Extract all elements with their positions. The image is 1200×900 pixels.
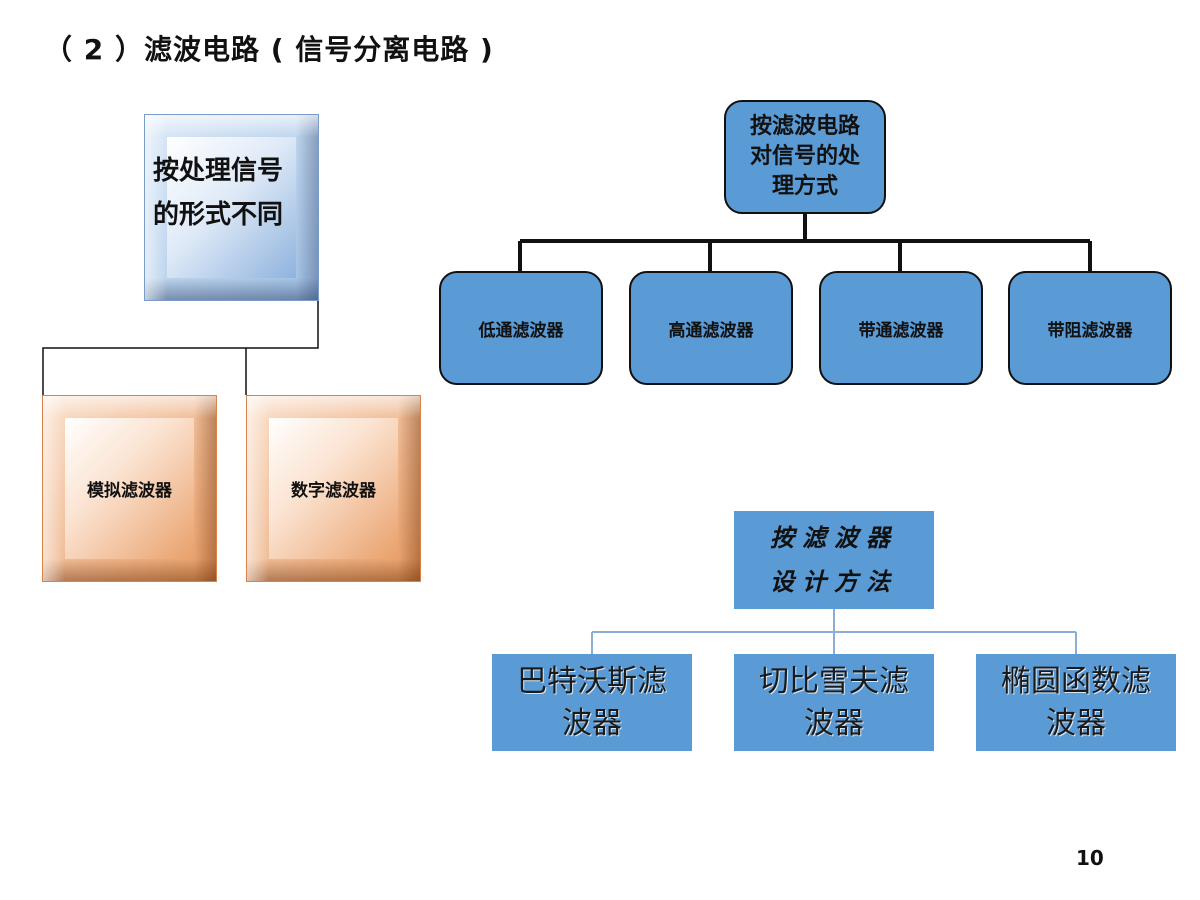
elliptic-filter-node: 椭圆函数滤波器: [976, 654, 1176, 751]
processing-method-node: 按滤波电路对信号的处理方式: [724, 100, 886, 214]
lowpass-filter-node: 低通滤波器: [439, 271, 603, 385]
bandpass-filter-node: 带通滤波器: [819, 271, 983, 385]
digital-filter-label: 数字滤波器: [269, 418, 398, 559]
butterworth-filter-node: 巴特沃斯滤波器: [492, 654, 692, 751]
page-number: 10: [1076, 846, 1104, 870]
chebyshev-filter-node: 切比雪夫滤波器: [734, 654, 934, 751]
analog-filter-label: 模拟滤波器: [65, 418, 194, 559]
bandstop-filter-node: 带阻滤波器: [1008, 271, 1172, 385]
processing-form-label: 按处理信号的形式不同: [153, 156, 284, 230]
analog-filter-node: 模拟滤波器: [42, 395, 217, 582]
butterworth-filter-label: 巴特沃斯滤波器: [517, 663, 667, 741]
design-method-node: 按滤波器设计方法: [734, 511, 934, 609]
slide-title: （ 2 ）滤波电路 ( 信号分离电路 ): [44, 33, 494, 66]
processing-method-label: 按滤波电路对信号的处理方式: [749, 114, 860, 199]
processing-form-node: 按处理信号的形式不同: [144, 114, 319, 301]
chebyshev-filter-label: 切比雪夫滤波器: [759, 663, 909, 741]
left-connector: [42, 300, 319, 395]
digital-filter-node: 数字滤波器: [246, 395, 421, 582]
highpass-filter-node: 高通滤波器: [629, 271, 793, 385]
elliptic-filter-label: 椭圆函数滤波器: [1001, 663, 1151, 741]
design-method-label: 按滤波器设计方法: [770, 523, 898, 596]
